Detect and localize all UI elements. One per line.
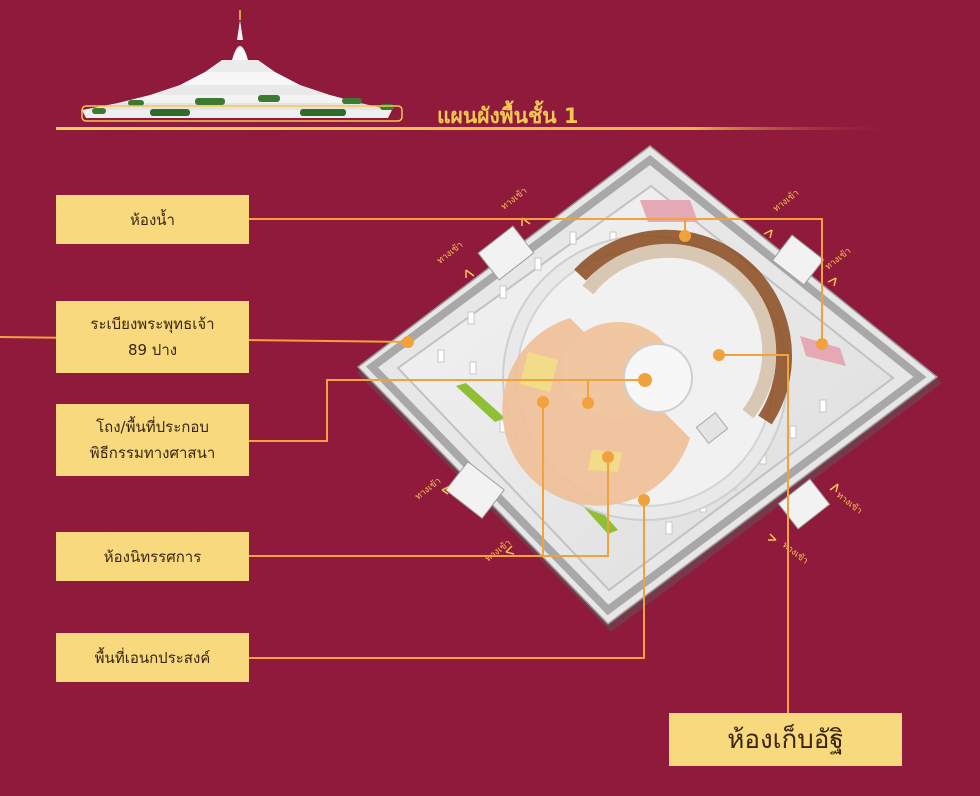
entrance-label: ทางเข้า — [823, 245, 853, 272]
callout-dot — [713, 349, 725, 361]
callout-dot — [679, 230, 691, 242]
entrance-label: ทางเข้า — [435, 239, 465, 266]
label-relic-room: ห้องเก็บอัฐิ — [669, 713, 902, 766]
entrance-label: ทางเข้า — [499, 185, 529, 212]
callout-dot — [402, 336, 414, 348]
callout-dot — [582, 397, 594, 409]
callout-dot — [638, 373, 652, 387]
header-underline — [56, 127, 906, 130]
label-multipurpose-area: พื้นที่เอนกประสงค์ — [56, 633, 249, 682]
label-buddha-gallery: ระเบียงพระพุทธเจ้า 89 ปาง — [56, 301, 249, 373]
label-ceremony-hall: โถง/พื้นที่ประกอบ พิธีกรรมทางศาสนา — [56, 404, 249, 476]
entrance-label: ทางเข้า — [771, 187, 801, 214]
callout-dot — [602, 451, 614, 463]
leader-line-exhibit — [249, 457, 609, 557]
entrance-label: ทางเข้า — [834, 490, 864, 517]
leader-lines — [0, 218, 823, 713]
entrance-arrows — [441, 217, 839, 555]
entrance-label: ทางเข้า — [780, 540, 810, 567]
leader-line-relic — [719, 354, 789, 713]
label-exhibition-room: ห้องนิทรรศการ — [56, 532, 249, 581]
callout-dot — [537, 396, 549, 408]
callout-dot — [816, 338, 828, 350]
leader-line-hall — [249, 379, 645, 442]
entrance-label: ทางเข้า — [483, 537, 513, 564]
entrance-label: ทางเข้า — [413, 475, 443, 502]
callout-dots — [402, 230, 828, 506]
page-title: แผนผังพื้นชั้น 1 — [437, 104, 579, 128]
leader-line-multi — [249, 500, 645, 659]
leader-line-restroom — [249, 218, 823, 344]
label-restroom: ห้องน้ำ — [56, 195, 249, 244]
callout-dot — [638, 494, 650, 506]
stupa-illustration — [81, 10, 403, 122]
